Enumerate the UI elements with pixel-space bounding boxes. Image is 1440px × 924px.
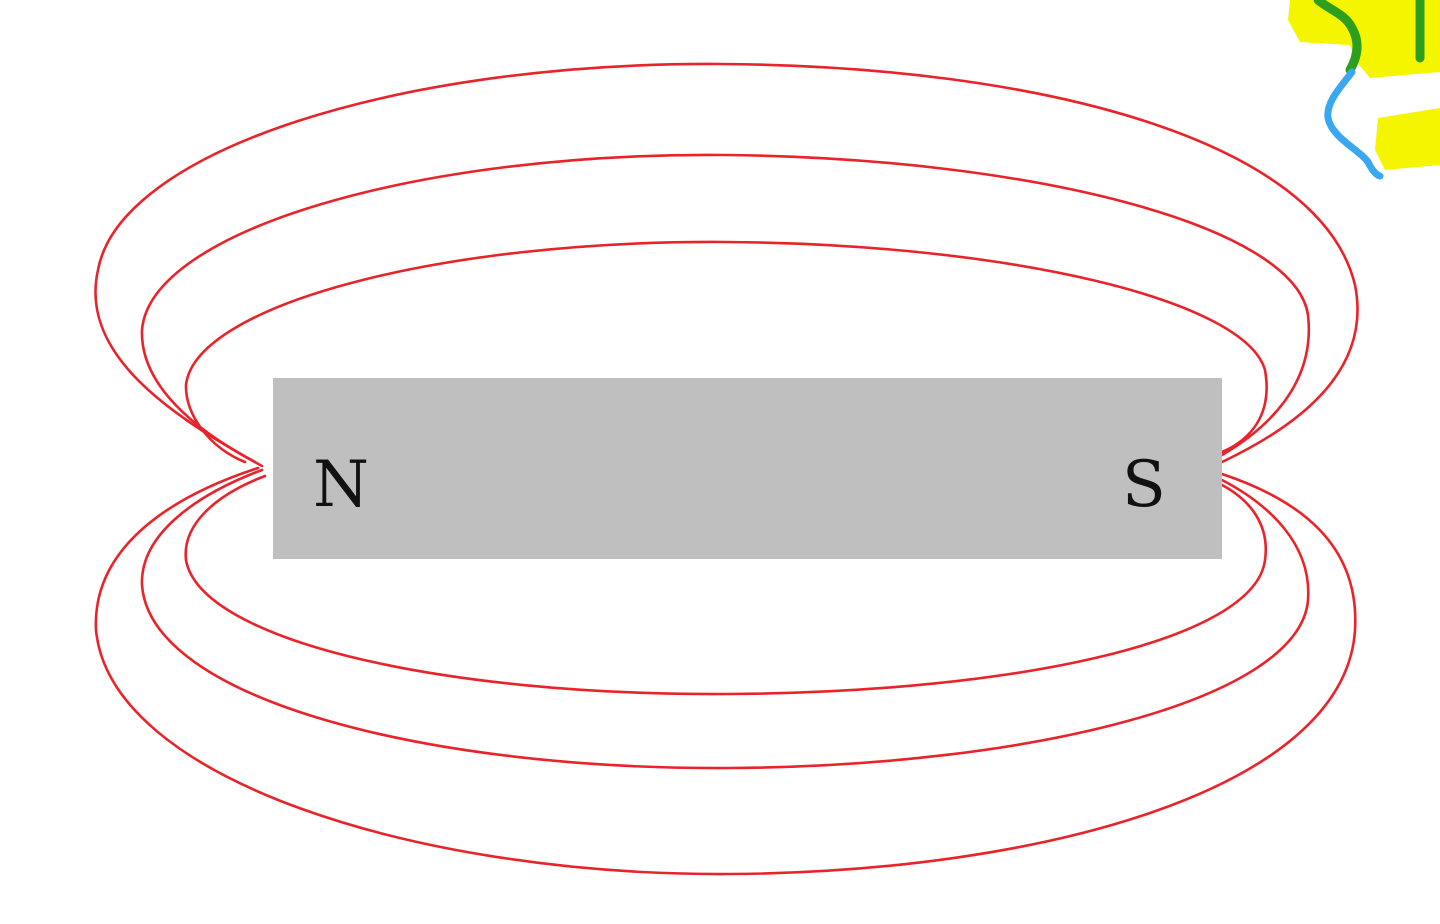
highlighter-mark-lower <box>1375 108 1440 170</box>
field-line-upper-inner <box>184 240 1268 464</box>
blue-pen-stroke <box>1324 68 1384 180</box>
field-line-lower-inner <box>184 474 1268 696</box>
green-pen-stroke <box>1313 0 1362 75</box>
highlighter-mark <box>1288 0 1440 78</box>
south-pole-label: S <box>1122 448 1166 522</box>
field-line-lower-middle <box>140 468 1310 770</box>
field-line-lower-outer <box>94 466 1357 876</box>
magnet-body <box>273 378 1222 559</box>
field-lines <box>94 62 1359 876</box>
bar-magnet: N S <box>273 378 1222 559</box>
north-pole-label: N <box>313 448 369 522</box>
field-line-upper-outer <box>94 62 1359 468</box>
annotation-scribble <box>1288 0 1440 180</box>
field-line-upper-middle <box>140 153 1311 464</box>
